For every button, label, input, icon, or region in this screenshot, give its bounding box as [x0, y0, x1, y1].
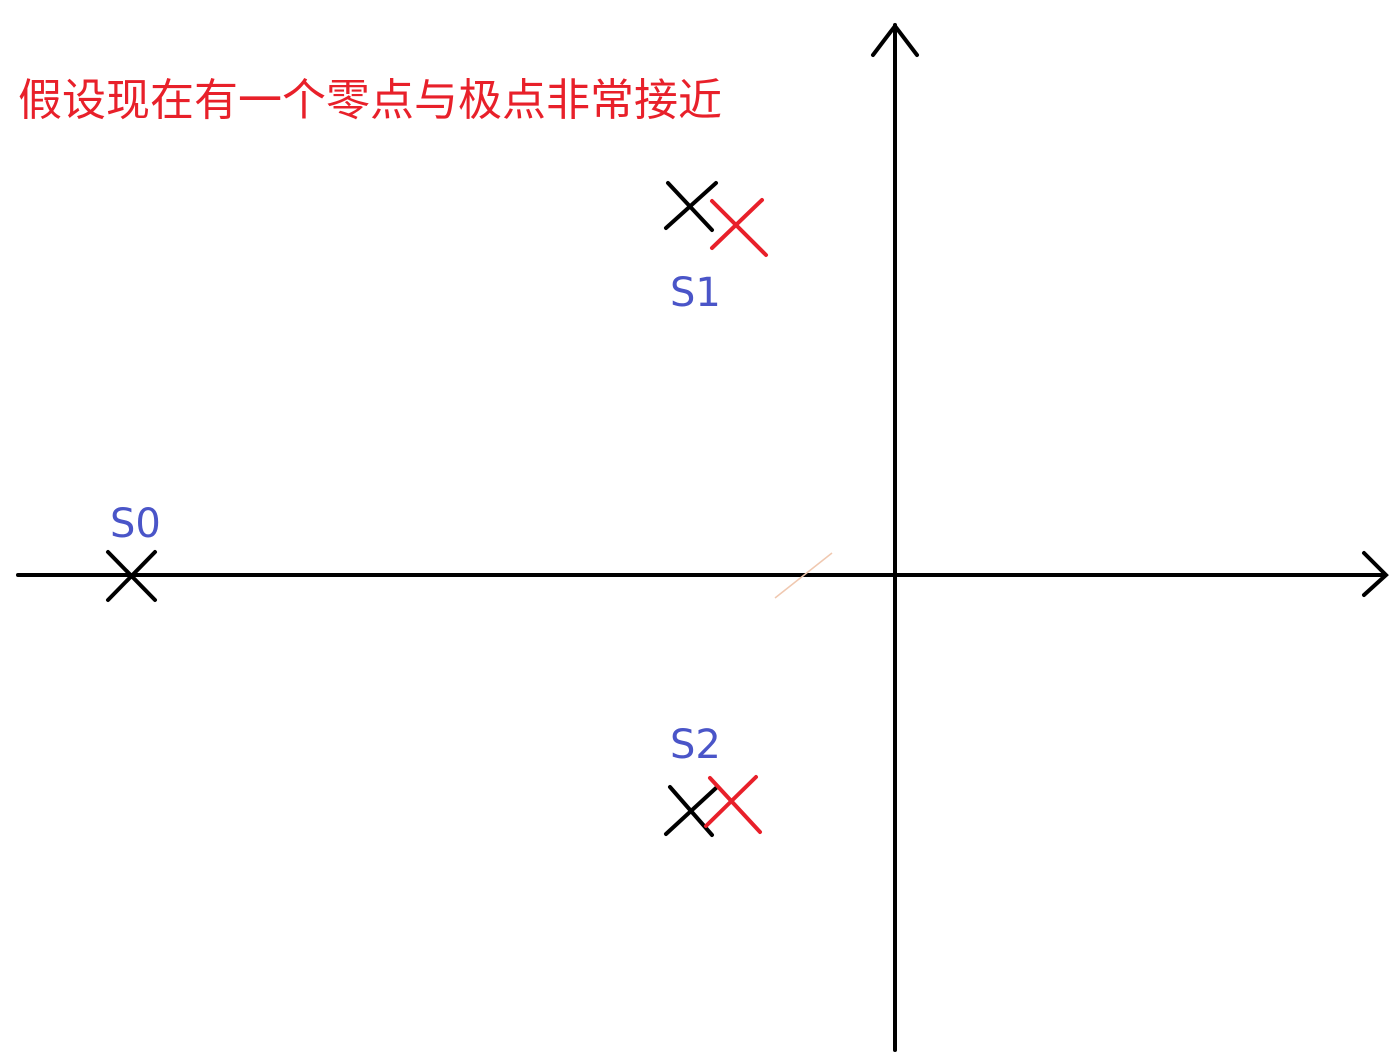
pole-s0-cross-icon	[106, 550, 157, 602]
real-axis-arrow-icon	[1362, 551, 1389, 597]
label-s0: S0	[110, 501, 161, 547]
label-s1: S1	[670, 270, 721, 316]
faint-stroke	[774, 552, 833, 599]
label-s2: S2	[670, 722, 721, 768]
imaginary-axis-arrow-icon	[871, 22, 919, 57]
real-axis	[16, 551, 1389, 597]
zero-s2-cross-icon	[704, 775, 762, 834]
pole-s1-cross-icon	[664, 181, 718, 232]
zero-s1-cross-icon	[710, 198, 768, 257]
diagram-title: 假设现在有一个零点与极点非常接近	[18, 75, 722, 126]
imaginary-axis	[871, 22, 919, 1052]
pole-s2-cross-icon	[664, 785, 718, 837]
